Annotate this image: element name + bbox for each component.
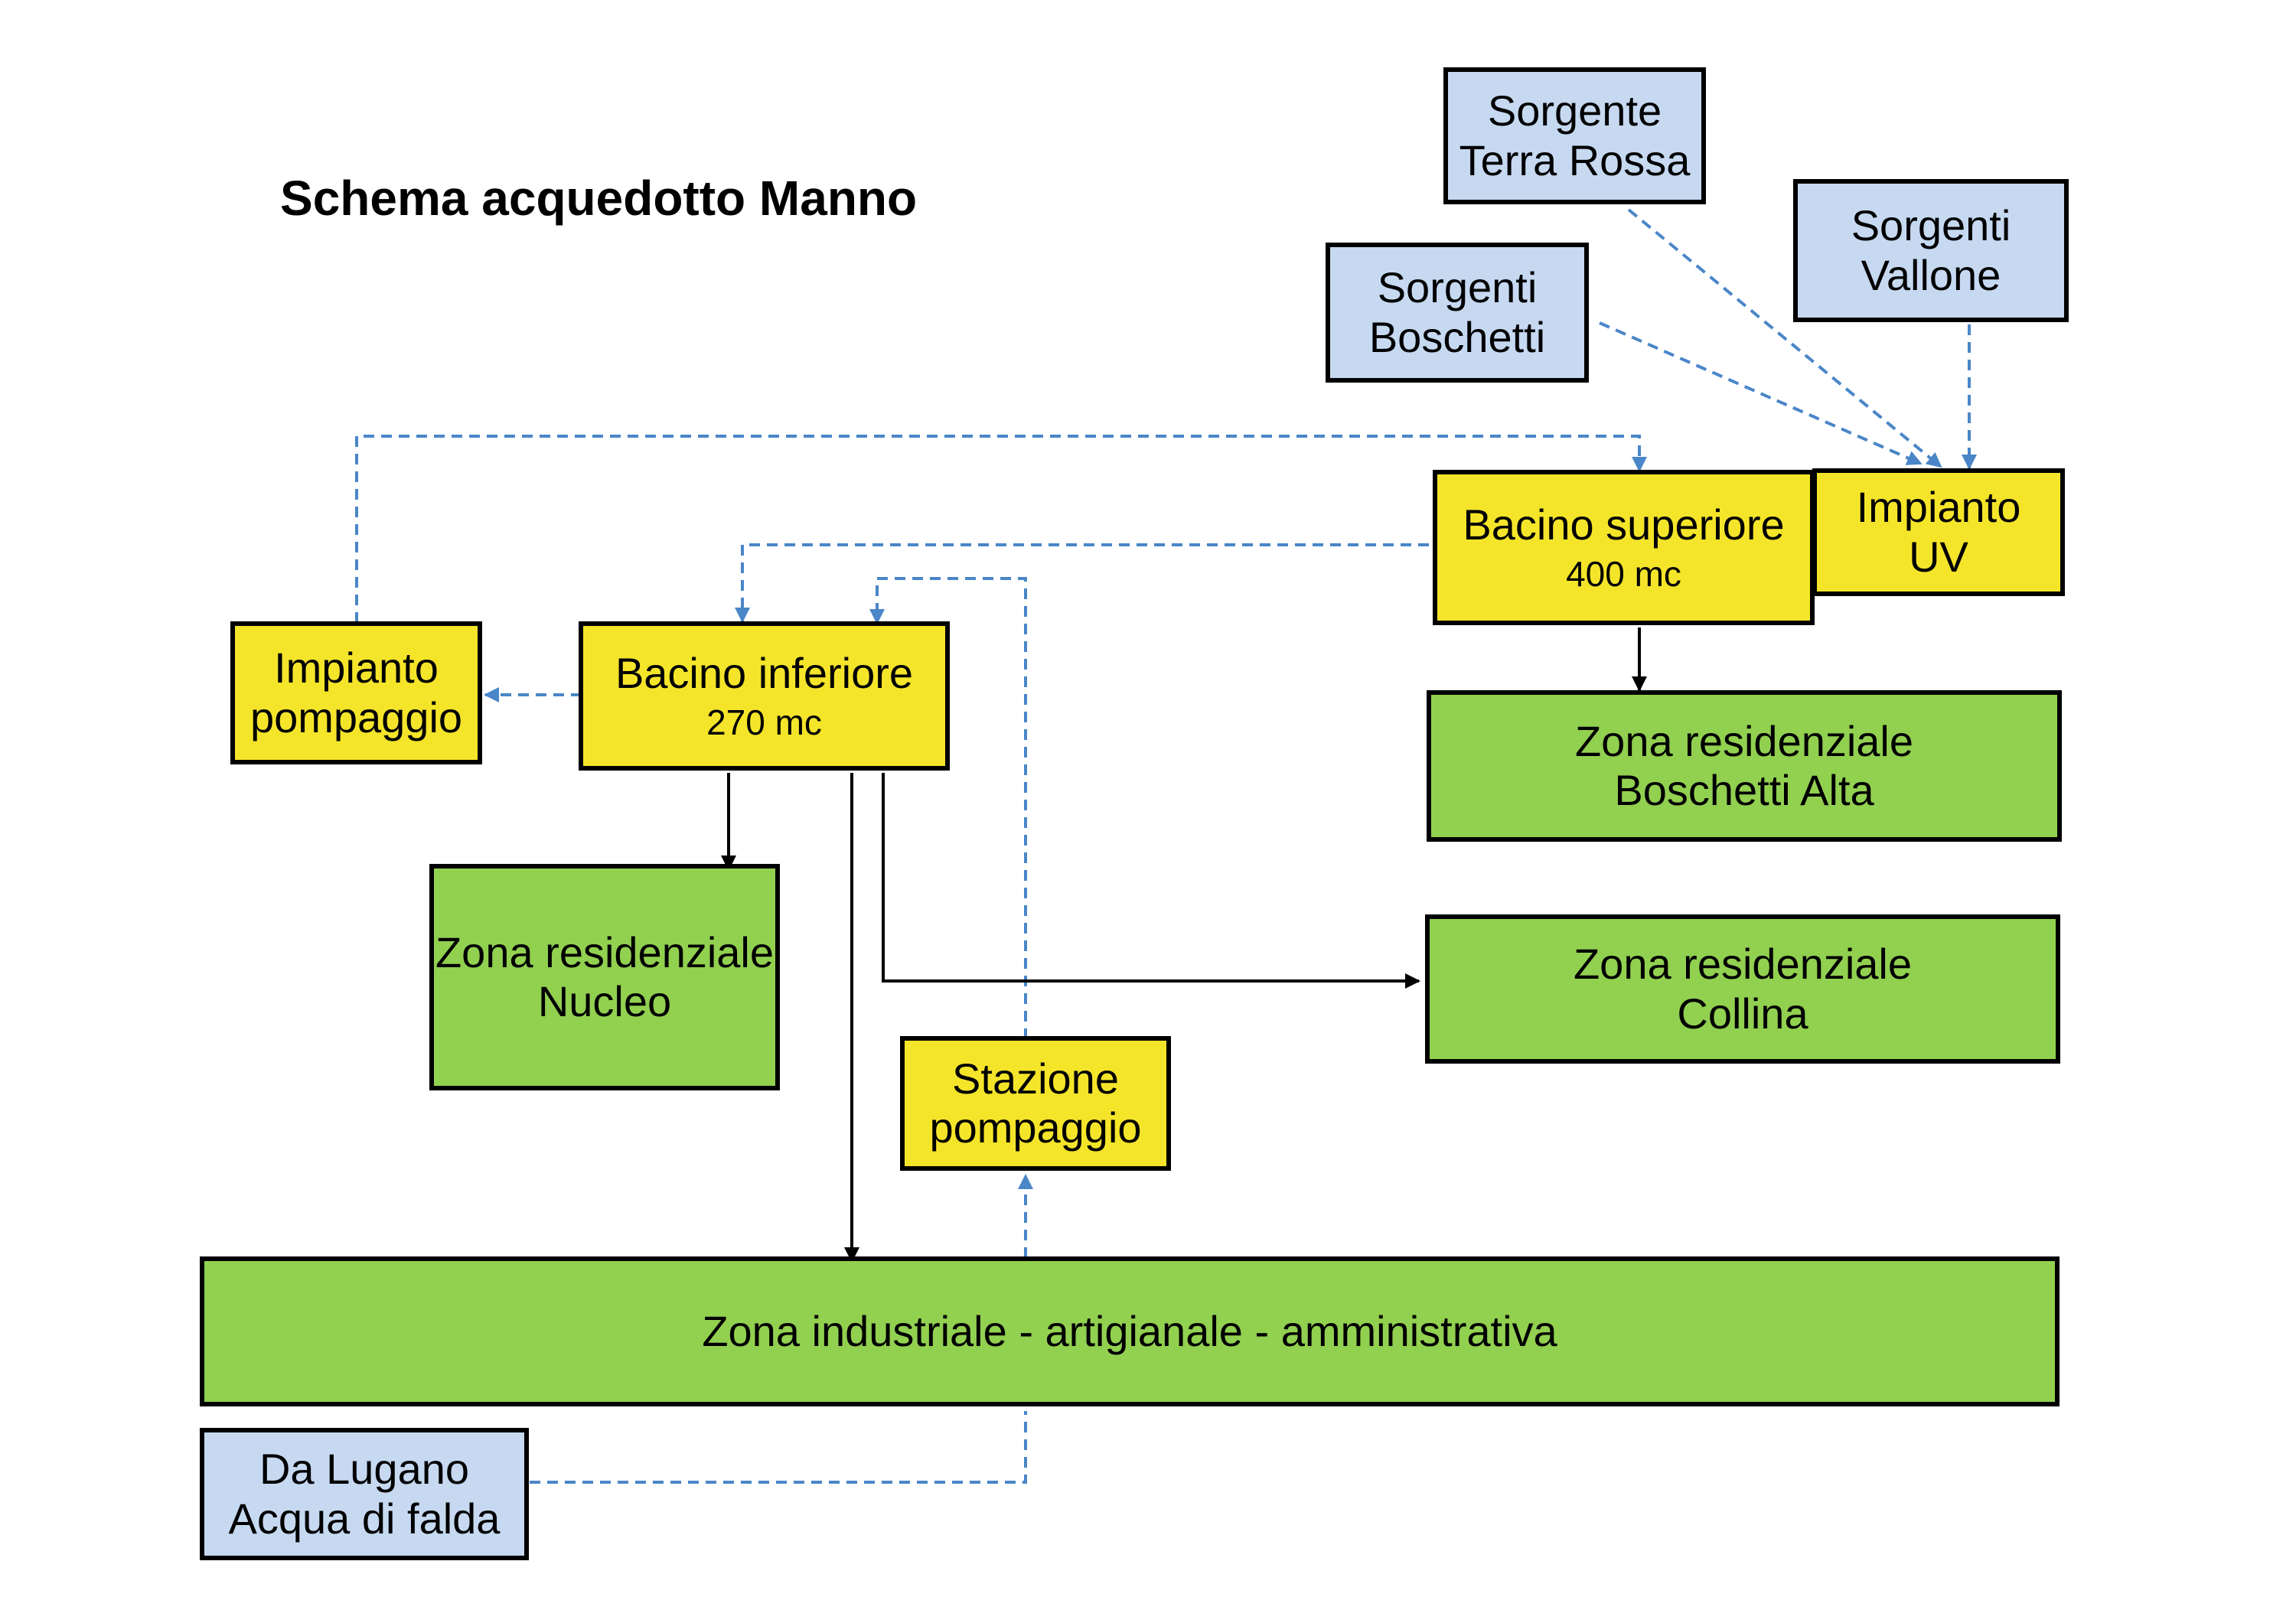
node-label: Zona residenziale [1573, 940, 1913, 989]
node-label: Stazione [952, 1054, 1119, 1103]
node-label: Da Lugano [259, 1445, 469, 1494]
node-label: Vallone [1861, 250, 2001, 299]
flow-stazione-to-inferiore [869, 577, 1027, 1039]
flow-lugano-to-industriale [530, 1411, 1027, 1484]
node-label: Terra Rossa [1459, 135, 1691, 184]
node-label: UV [1909, 532, 1968, 581]
page-title: Schema acquedotto Manno [280, 171, 918, 226]
node-label: Collina [1677, 989, 1808, 1038]
node-label: Boschetti [1368, 312, 1546, 361]
node-label: Boschetti Alta [1614, 766, 1874, 814]
node-zona-nucleo: Zona residenziale Nucleo [429, 864, 780, 1090]
node-label: Bacino inferiore [615, 648, 914, 697]
node-sorgente-terra-rossa: Sorgente Terra Rossa [1443, 67, 1706, 204]
node-label: Zona residenziale [1574, 716, 1914, 765]
flow-superiore-to-inferiore [735, 543, 1446, 623]
node-impianto-uv: Impianto UV [1812, 468, 2065, 596]
node-label: Sorgente [1487, 86, 1662, 135]
node-label: Bacino superiore [1463, 500, 1785, 549]
node-capacity: 400 mc [1566, 554, 1681, 595]
node-label: Zona residenziale [435, 927, 775, 976]
node-label: Sorgenti [1851, 201, 2011, 250]
node-label: Nucleo [537, 977, 672, 1025]
flow-terra-rossa-to-uv [1627, 208, 1942, 468]
node-label: pompaggio [249, 693, 463, 741]
node-zona-industriale: Zona industriale - artigianale - amminis… [200, 1256, 2060, 1406]
node-label: Impianto [1856, 483, 2021, 532]
flow-pompaggio-to-superiore [355, 435, 1647, 623]
node-bacino-inferiore: Bacino inferiore 270 mc [579, 621, 950, 771]
node-sorgenti-boschetti: Sorgenti Boschetti [1326, 243, 1589, 383]
flow-boschetti-to-uv [1599, 321, 1923, 465]
node-zona-boschetti-alta: Zona residenziale Boschetti Alta [1427, 690, 2062, 842]
node-bacino-superiore: Bacino superiore 400 mc [1433, 470, 1815, 625]
node-stazione-pompaggio: Stazione pompaggio [900, 1036, 1171, 1171]
node-capacity: 270 mc [706, 702, 822, 743]
node-label: Acqua di falda [228, 1494, 501, 1543]
node-label: Zona industriale - artigianale - amminis… [702, 1306, 1557, 1355]
node-da-lugano: Da Lugano Acqua di falda [200, 1428, 529, 1560]
node-zona-collina: Zona residenziale Collina [1425, 914, 2060, 1064]
node-sorgenti-vallone: Sorgenti Vallone [1793, 179, 2069, 322]
node-label: pompaggio [929, 1103, 1142, 1152]
node-label: Sorgenti [1377, 263, 1538, 312]
node-label: Impianto [274, 644, 439, 693]
flow-inferiore-to-collina [882, 773, 1420, 989]
node-impianto-pompaggio: Impianto pompaggio [230, 621, 482, 764]
